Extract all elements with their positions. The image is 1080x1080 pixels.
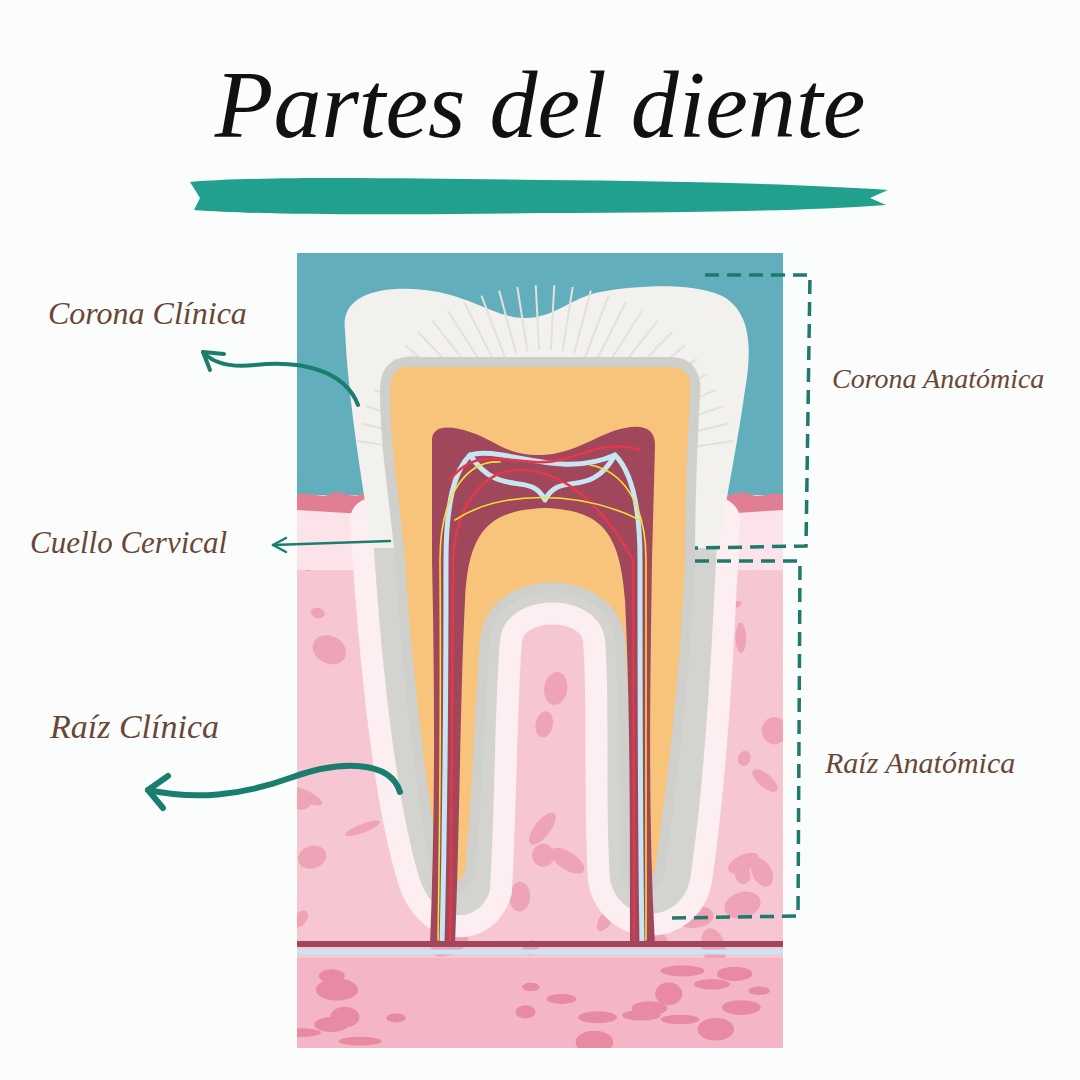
title: Partes del diente xyxy=(215,52,865,158)
bone-blob xyxy=(516,1005,536,1018)
enamel-ray xyxy=(551,285,554,350)
part-label: Raíz Clínica xyxy=(50,708,219,745)
part-label: Corona Clínica xyxy=(48,296,247,331)
bone-blob xyxy=(308,630,351,670)
enamel-ray xyxy=(517,287,527,351)
pulp xyxy=(430,427,655,945)
bone-blob xyxy=(698,1018,734,1041)
vessel-main xyxy=(297,941,783,947)
bone-blob xyxy=(746,854,777,890)
bone-blob xyxy=(576,1031,614,1048)
bone-blob xyxy=(522,983,540,992)
bone-blob xyxy=(542,671,569,707)
bone-texture xyxy=(297,965,770,1048)
part-label: Cuello Cervical xyxy=(30,526,227,560)
bone-blob xyxy=(386,1014,406,1023)
bone-blob xyxy=(344,818,382,839)
bone-blob xyxy=(661,1015,700,1025)
bone-blob xyxy=(547,994,577,1004)
bone-blob xyxy=(694,979,730,989)
tooth-section xyxy=(297,253,783,1048)
enamel-ray xyxy=(596,303,626,362)
bone-blob xyxy=(520,937,541,958)
enamel-ray xyxy=(574,290,591,353)
bone-blob xyxy=(524,809,560,849)
brackets xyxy=(672,275,810,918)
title-brush xyxy=(190,178,888,214)
bone-blob xyxy=(622,1010,660,1021)
bone-blob xyxy=(533,710,555,739)
enamel-ray xyxy=(464,303,494,362)
enamel-ray xyxy=(536,285,539,350)
part-label: Corona Anatómica xyxy=(832,364,1044,395)
bone-blob xyxy=(297,783,325,809)
enamel-ray xyxy=(585,296,608,357)
bone-blob xyxy=(736,749,752,767)
jaw-bone xyxy=(297,958,783,1048)
bone-blob xyxy=(297,842,329,872)
bone-blob xyxy=(310,606,326,620)
bone-blob xyxy=(748,987,770,995)
bone-blob xyxy=(547,843,589,879)
bone-blob xyxy=(749,765,781,795)
bone-blob xyxy=(735,623,746,653)
enamel-ray xyxy=(481,296,504,357)
part-label: Raíz Anatómica xyxy=(825,746,1015,779)
bone-blob xyxy=(531,843,555,868)
bone-blob xyxy=(717,967,752,982)
bone-blob xyxy=(297,908,311,931)
bone-blob xyxy=(722,1000,761,1015)
enamel-ray xyxy=(562,287,572,351)
bone-blob xyxy=(661,965,705,976)
bone-blob xyxy=(297,1028,321,1037)
enamel-ray xyxy=(499,290,516,353)
vessel-main xyxy=(297,950,783,955)
bone-blob xyxy=(339,1037,382,1046)
bone-blob xyxy=(578,1011,617,1023)
bone-blob xyxy=(319,969,345,983)
vessels xyxy=(438,446,646,945)
bone-blob xyxy=(314,1017,348,1032)
bone-blob xyxy=(761,716,783,745)
bone-blob xyxy=(655,983,682,1006)
